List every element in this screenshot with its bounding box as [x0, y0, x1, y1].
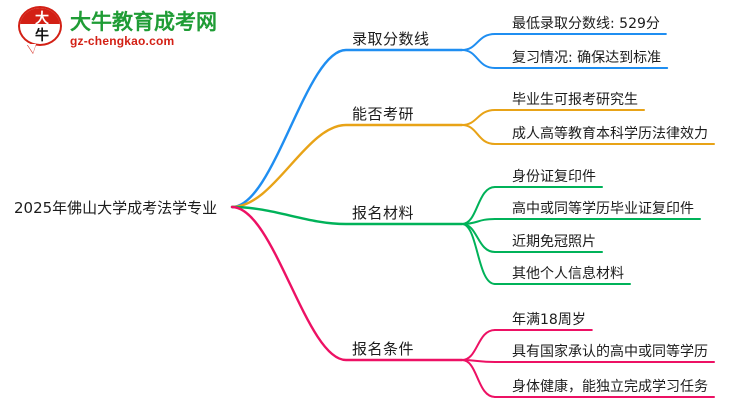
- connector-line: [230, 48, 464, 209]
- mindmap-branch-label[interactable]: 录取分数线: [352, 30, 430, 48]
- connector-line: [461, 33, 496, 51]
- logo-title: 大牛教育成考网: [70, 9, 217, 34]
- connector-line: [230, 205, 464, 362]
- logo-bubble-icon: 大 牛: [18, 6, 64, 53]
- mindmap-leaf-label[interactable]: 其他个人信息材料: [512, 266, 624, 282]
- mindmap-leaf-label[interactable]: 年满18周岁: [512, 312, 586, 328]
- connector-line: [461, 49, 496, 69]
- mindmap-leaf-label[interactable]: 最低录取分数线: 529分: [512, 16, 660, 32]
- site-logo[interactable]: 大 牛 大牛教育成考网 gz-chengkao.com: [18, 6, 217, 53]
- logo-text-block: 大牛教育成考网 gz-chengkao.com: [70, 10, 217, 49]
- mindmap-leaf-label[interactable]: 身体健康，能独立完成学习任务: [512, 379, 708, 395]
- mindmap-branch-label[interactable]: 报名材料: [352, 204, 415, 222]
- connector-line: [461, 124, 496, 145]
- connector-line: [230, 123, 464, 209]
- mindmap-leaf-label[interactable]: 毕业生可报考研究生: [512, 92, 638, 108]
- connector-line: [230, 205, 464, 226]
- logo-subtitle: gz-chengkao.com: [70, 33, 175, 48]
- connector-line: [461, 329, 496, 361]
- mindmap-leaf-label[interactable]: 复习情况: 确保达到标准: [512, 50, 662, 66]
- mindmap-root-label[interactable]: 2025年佛山大学成考法学专业: [14, 199, 218, 217]
- mindmap-leaf-label[interactable]: 成人高等教育本科学历法律效力: [512, 126, 708, 142]
- mindmap-leaf-label[interactable]: 具有国家承认的高中或同等学历: [512, 344, 708, 360]
- logo-bubble-tail: [27, 44, 36, 53]
- connector-line: [461, 223, 496, 253]
- mindmap-branch-label[interactable]: 报名条件: [352, 340, 415, 358]
- connector-line: [461, 359, 496, 398]
- logo-mark-bottom-char: 牛: [35, 28, 49, 44]
- logo-mark-top-char: 大: [35, 11, 49, 27]
- mindmap-leaf-label[interactable]: 近期免冠照片: [512, 234, 596, 250]
- mindmap-leaf-label[interactable]: 高中或同等学历毕业证复印件: [512, 201, 694, 217]
- connector-line: [461, 223, 496, 285]
- mindmap-branch-label[interactable]: 能否考研: [352, 105, 415, 123]
- connector-line: [461, 109, 496, 126]
- mindmap-leaf-label[interactable]: 身份证复印件: [512, 169, 596, 185]
